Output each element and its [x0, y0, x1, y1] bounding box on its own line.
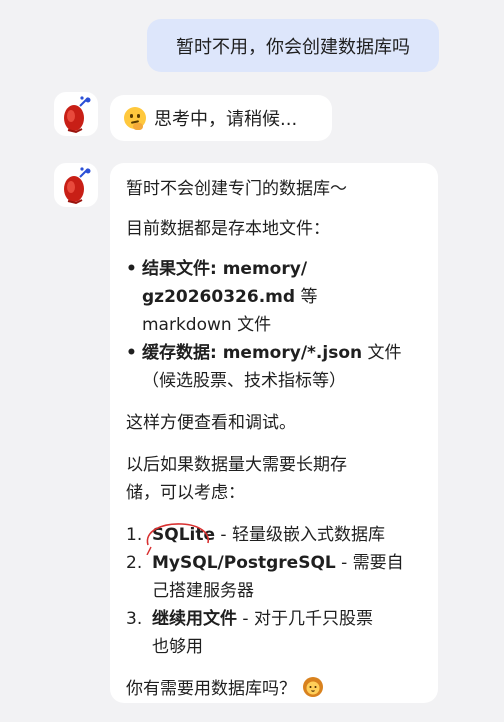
lobster-icon: [64, 96, 91, 134]
answer-intro: 暂时不会创建专门的数据库～: [126, 179, 347, 199]
thinking-bubble: 思考中，请稍候...: [110, 95, 332, 141]
lobster-icon: [64, 167, 91, 205]
bot-avatar[interactable]: [54, 92, 98, 136]
future-text: 以后如果数据量大需要长期存储，可以考虑：: [126, 455, 347, 503]
answer-bubble: 暂时不会创建专门的数据库～ 目前数据都是存本地文件： 结果文件: memory/…: [110, 163, 438, 703]
list-item: 缓存数据: memory/*.json 文件 （候选股票、技术指标等）: [126, 339, 422, 395]
convenience-text: 这样方便查看和调试。: [126, 413, 296, 433]
list-item: 1. SQLite - 轻量级嵌入式数据库: [126, 521, 422, 555]
option-name: 继续用文件: [152, 609, 237, 629]
option-name: SQLite: [152, 525, 216, 545]
list-item: 2. MySQL/PostgreSQL - 需要自 己搭建服务器: [126, 553, 404, 601]
option-name: MySQL/PostgreSQL: [152, 553, 336, 573]
item-value: memory/: [222, 259, 308, 279]
thinking-text: 思考中，请稍候...: [154, 109, 298, 130]
user-message-bubble: 暂时不用，你会创建数据库吗: [147, 19, 439, 72]
options-list: 1. SQLite - 轻量级嵌入式数据库 2. MySQL/PostgreSQ…: [126, 521, 422, 661]
thinking-face-icon: [124, 107, 146, 130]
storage-list: 结果文件: memory/ gz20260326.md 等 markdown 文…: [126, 255, 422, 395]
list-item: 3. 继续用文件 - 对于几千只股票 也够用: [126, 609, 373, 657]
storage-intro: 目前数据都是存本地文件：: [126, 219, 330, 239]
handwritten-circle-mark: [146, 523, 209, 555]
bot-avatar[interactable]: [54, 163, 98, 207]
user-message-text: 暂时不用，你会创建数据库吗: [176, 36, 410, 58]
item-label: 缓存数据: [142, 343, 210, 363]
item-label: 结果文件: [142, 259, 210, 279]
lion-face-icon: [303, 677, 323, 697]
item-value: memory/*.json: [222, 343, 363, 363]
closing-question: 你有需要用数据库吗？: [126, 675, 422, 703]
list-item: 结果文件: memory/ gz20260326.md 等 markdown 文…: [126, 255, 422, 339]
